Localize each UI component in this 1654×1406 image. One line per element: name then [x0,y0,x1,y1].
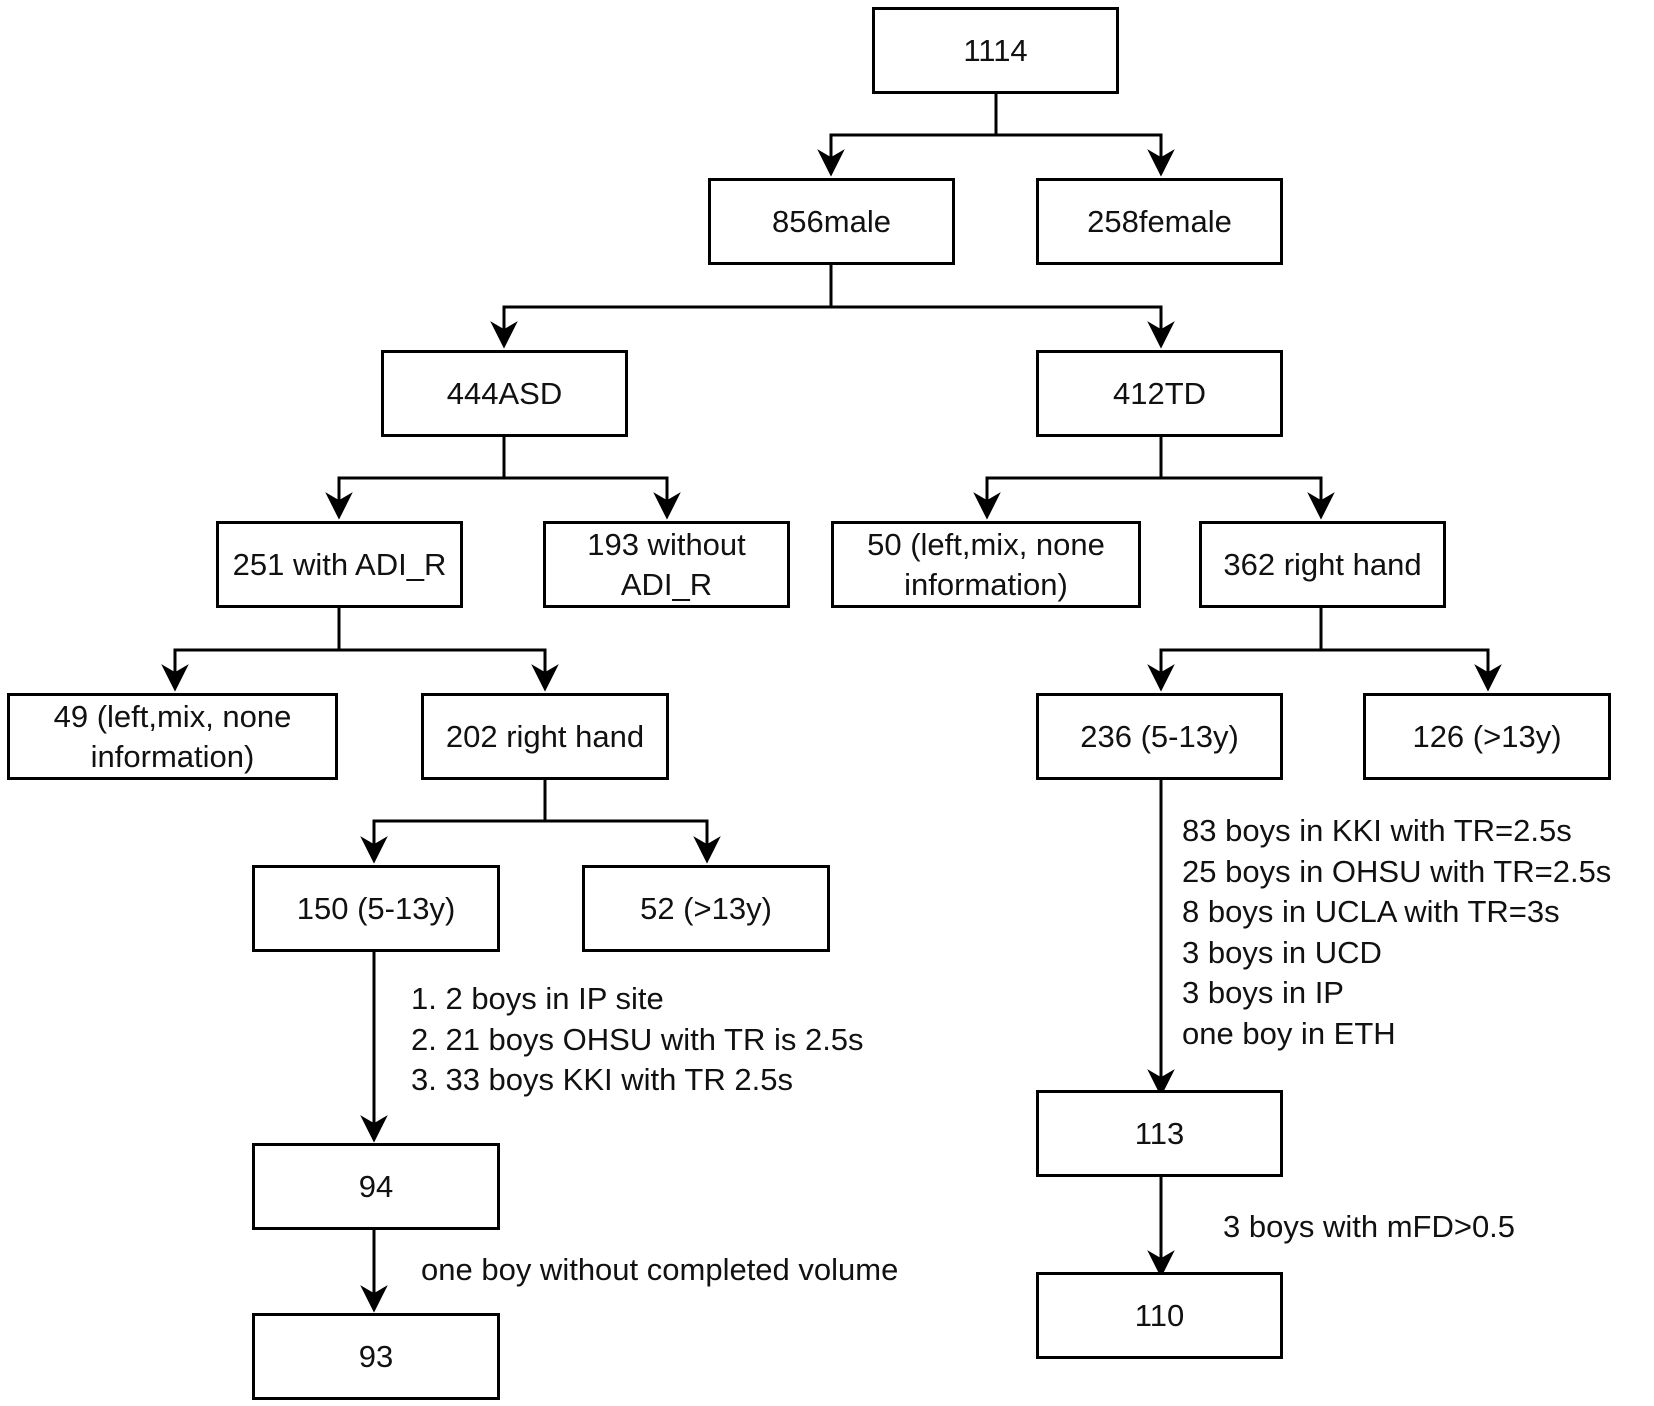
arrowhead-td [1147,321,1175,349]
note-line: 2. 21 boys OHSU with TR is 2.5s [411,1021,864,1057]
arrowhead-asd-right [531,664,559,692]
note-asd-volume: one boy without completed volume [421,1252,899,1287]
arrowhead-td-110 [1147,1250,1175,1278]
node-td-113: 113 [1036,1090,1283,1177]
node-asd-right: 202 right hand [421,693,669,780]
connector-asd-split [337,435,669,480]
note-td-exclusions: 83 boys in KKI with TR=2.5s 25 boys in O… [1182,811,1611,1054]
note-td-motion: 3 boys with mFD>0.5 [1223,1209,1516,1244]
node-td-not-right: 50 (left,mix, none information) [831,521,1141,608]
connector-total-split [829,89,1163,137]
connector-td-right-split [1159,606,1490,652]
connector-adir-split [173,606,547,652]
node-asd-without-adir: 193 without ADI_R [543,521,790,608]
note-line: 3. 33 boys KKI with TR 2.5s [411,1062,793,1097]
arrowhead-asd-without-adir [653,492,681,520]
node-td-over13: 126 (>13y) [1363,693,1611,780]
node-asd-94: 94 [252,1143,500,1230]
note-line: 3 boys in IP [1182,975,1344,1010]
arrowhead-asd-not-right [161,664,189,692]
node-td: 412TD [1036,350,1283,437]
arrowhead-asd-94 [360,1115,388,1143]
note-line: 1. 2 boys in IP site [411,981,664,1016]
arrowhead-asd-5-13 [360,836,388,864]
node-asd-over13: 52 (>13y) [582,865,830,952]
arrowhead-asd-93 [360,1285,388,1313]
arrowhead-asd-with-adir [325,492,353,520]
note-line: 25 boys in OHSU with TR=2.5s [1182,853,1612,889]
arrowhead-male [817,149,845,177]
arrowhead-td-over13 [1474,664,1502,692]
arrowhead-female [1147,149,1175,177]
node-total: 1114 [872,7,1119,94]
arrowhead-asd [490,321,518,349]
node-td-5-13: 236 (5-13y) [1036,693,1283,780]
arrowhead-td-5-13 [1147,664,1175,692]
arrowhead-td-right [1307,492,1335,520]
node-male: 856male [708,178,955,265]
note-asd-exclusions: 1. 2 boys in IP site 2. 21 boys OHSU wit… [411,979,864,1101]
arrowhead-asd-over13 [693,836,721,864]
node-td-110: 110 [1036,1272,1283,1359]
node-asd-5-13: 150 (5-13y) [252,865,500,952]
note-line: 3 boys in UCD [1182,934,1382,970]
node-asd-with-adir: 251 with ADI_R [216,521,463,608]
note-line: 8 boys in UCLA with TR=3s [1182,894,1560,929]
node-asd: 444ASD [381,350,628,437]
arrowhead-td-not-right [973,492,1001,520]
node-asd-93: 93 [252,1313,500,1400]
node-female: 258female [1036,178,1283,265]
node-asd-not-right: 49 (left,mix, none information) [7,693,338,780]
note-line: 83 boys in KKI with TR=2.5s [1182,813,1572,848]
note-line: one boy in ETH [1182,1015,1396,1051]
connector-male-split [502,263,1163,309]
connector-asd-right-split [372,778,709,823]
connector-td-split [985,435,1323,480]
node-td-right: 362 right hand [1199,521,1446,608]
arrowhead-td-113 [1147,1069,1175,1097]
